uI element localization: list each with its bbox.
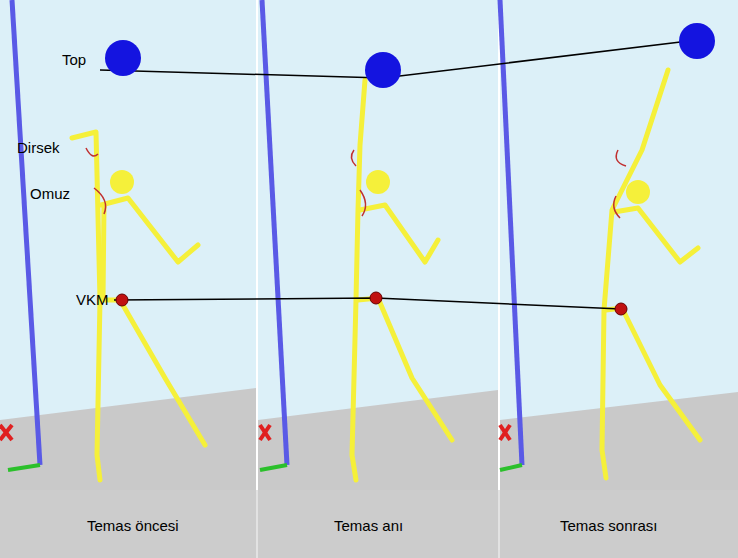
- ball-label: Top: [62, 51, 86, 69]
- joint-angle-arc: [86, 148, 626, 218]
- sky-panel: [258, 0, 498, 558]
- joint-label: Dirsek: [17, 139, 60, 157]
- joint-label: Omuz: [30, 185, 70, 203]
- stick-figure: [72, 70, 700, 480]
- phase-caption: Temas anı: [334, 517, 403, 535]
- phase-caption: Temas sonrası: [560, 517, 658, 535]
- phase-caption: Temas öncesi: [87, 517, 179, 535]
- sky-panel: [0, 0, 256, 558]
- ball: [105, 23, 715, 88]
- com-label: VKM: [76, 291, 109, 309]
- head: [110, 170, 650, 204]
- com-dot: [116, 292, 627, 315]
- floor-shade: [0, 490, 738, 558]
- com-trajectory: [114, 298, 621, 309]
- axes: [0, 425, 522, 470]
- sky-panel: [500, 0, 738, 558]
